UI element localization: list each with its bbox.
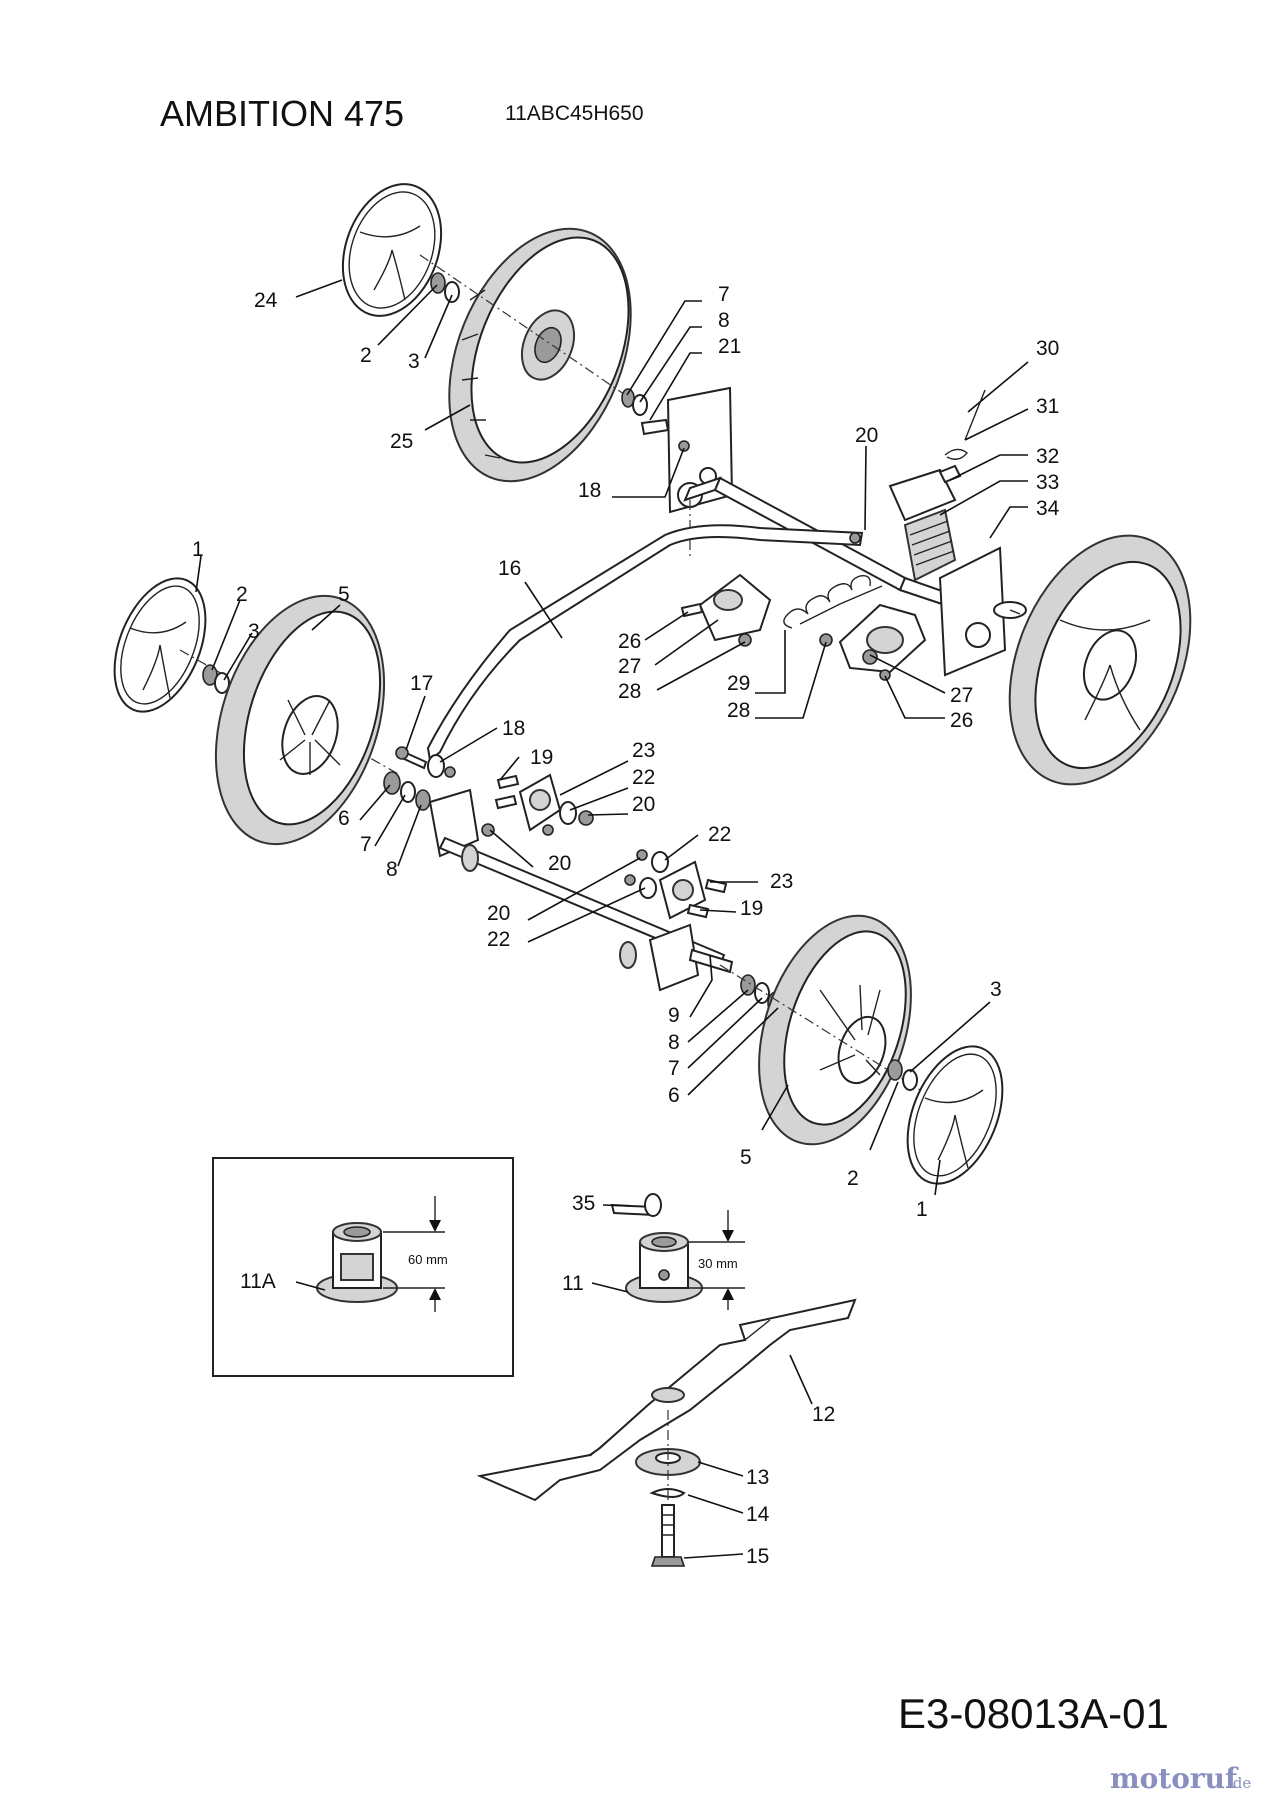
front-axle xyxy=(428,788,734,992)
callout-27: 27 xyxy=(618,655,641,678)
callout-6: 6 xyxy=(668,1084,680,1107)
hubcap-front-left xyxy=(113,577,207,713)
parts-drawing xyxy=(113,183,1192,1567)
callout-26: 26 xyxy=(618,630,641,653)
spring xyxy=(783,575,883,629)
callout-5: 5 xyxy=(338,583,350,606)
callout-29: 29 xyxy=(727,672,750,695)
wheel-front-left xyxy=(214,594,386,846)
blade-fasteners xyxy=(635,1410,701,1567)
callout-28: 28 xyxy=(727,699,750,722)
watermark-logo: motoruf .de xyxy=(1110,1762,1251,1795)
model-number: 11ABC45H650 xyxy=(505,102,644,125)
front-axle-bracket-upper xyxy=(494,773,594,836)
callout-3: 3 xyxy=(408,350,420,373)
callout-27: 27 xyxy=(950,684,973,707)
callout-19: 19 xyxy=(740,897,763,920)
callout-8: 8 xyxy=(668,1031,680,1054)
wheel-rear-right xyxy=(1008,534,1192,786)
callout-16: 16 xyxy=(498,557,521,580)
watermark-text: motoruf xyxy=(1110,1762,1239,1795)
callout-35: 35 xyxy=(572,1192,595,1215)
callout-7: 7 xyxy=(360,833,372,856)
callout-22: 22 xyxy=(487,928,510,951)
height-adjust-bracket-left xyxy=(680,573,772,647)
callout-19: 19 xyxy=(530,746,553,769)
callout-7: 7 xyxy=(718,283,730,306)
callout-34: 34 xyxy=(1036,497,1060,520)
callout-26: 26 xyxy=(950,709,973,732)
callout-11a: 11A xyxy=(240,1270,276,1293)
callout-18: 18 xyxy=(502,717,525,740)
wheel-front-right xyxy=(758,914,912,1146)
dimension-30mm: 30 mm xyxy=(698,1256,738,1271)
callout-20: 20 xyxy=(632,793,655,816)
callout-9: 9 xyxy=(668,1004,680,1027)
callout-12: 12 xyxy=(812,1403,835,1426)
height-adjust-lever xyxy=(426,524,864,762)
callout-3: 3 xyxy=(990,978,1002,1001)
callout-5: 5 xyxy=(740,1146,752,1169)
inset-adapter-11a xyxy=(212,1157,514,1377)
callout-6: 6 xyxy=(338,807,350,830)
mower-blade xyxy=(476,1298,857,1502)
callout-32: 32 xyxy=(1036,445,1059,468)
callout-8: 8 xyxy=(386,858,398,881)
leader-lines xyxy=(195,279,1029,1559)
height-adjust-bracket-right xyxy=(819,603,927,681)
callout-25: 25 xyxy=(390,430,413,453)
wheel-rear-left xyxy=(448,227,632,483)
callout-23: 23 xyxy=(770,870,793,893)
callout-17: 17 xyxy=(410,672,433,695)
hubcap-front-right xyxy=(906,1045,1004,1185)
watermark-suffix: .de xyxy=(1228,1774,1251,1792)
callout-1: 1 xyxy=(916,1198,928,1221)
callout-20: 20 xyxy=(548,852,571,875)
callout-24: 24 xyxy=(254,289,278,312)
callout-23: 23 xyxy=(632,739,655,762)
diagram-title: AMBITION 475 xyxy=(160,93,404,134)
callout-3: 3 xyxy=(248,620,260,643)
dimension-60mm: 60 mm xyxy=(408,1252,448,1267)
callout-21: 21 xyxy=(718,335,741,358)
callout-33: 33 xyxy=(1036,471,1059,494)
callout-1: 1 xyxy=(192,538,204,561)
callout-labels: 24 2 3 25 7 8 21 18 30 31 20 32 33 34 1 … xyxy=(192,283,1060,1568)
callout-2: 2 xyxy=(236,583,248,606)
rear-cover-plate xyxy=(888,389,1007,677)
callout-18: 18 xyxy=(578,479,601,502)
callout-11: 11 xyxy=(562,1272,584,1295)
blade-adapter xyxy=(610,1193,745,1310)
front-axle-bracket-lower xyxy=(624,849,728,920)
callout-7: 7 xyxy=(668,1057,680,1080)
callout-15: 15 xyxy=(746,1545,769,1568)
callout-13: 13 xyxy=(746,1466,769,1489)
callout-31: 31 xyxy=(1036,395,1059,418)
callout-28: 28 xyxy=(618,680,641,703)
callout-2: 2 xyxy=(847,1167,859,1190)
drawing-number: E3-08013A-01 xyxy=(898,1690,1169,1737)
callout-2: 2 xyxy=(360,344,372,367)
callout-22: 22 xyxy=(708,823,731,846)
callout-20: 20 xyxy=(855,424,878,447)
callout-8: 8 xyxy=(718,309,730,332)
callout-20: 20 xyxy=(487,902,510,925)
callout-30: 30 xyxy=(1036,337,1059,360)
hubcap-rear-left xyxy=(341,183,443,317)
callout-14: 14 xyxy=(746,1503,770,1526)
callout-22: 22 xyxy=(632,766,655,789)
